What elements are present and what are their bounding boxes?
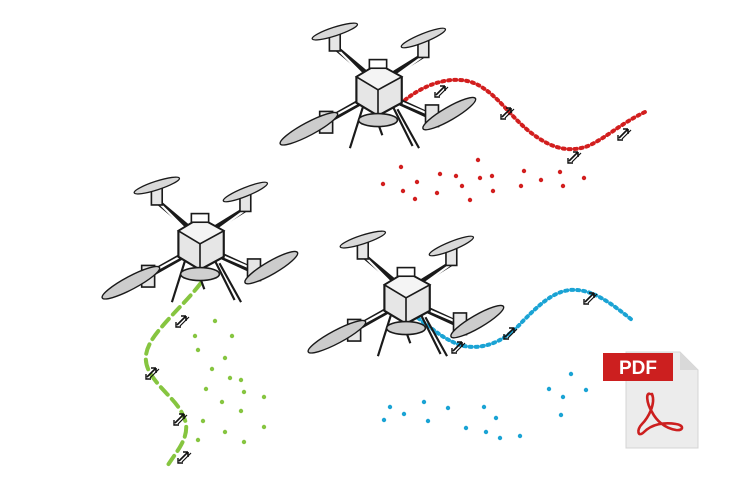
drone-bottom-icon bbox=[305, 228, 506, 358]
pdf-file-icon[interactable]: PDF bbox=[603, 351, 699, 449]
pdf-badge-label: PDF bbox=[619, 358, 657, 379]
waypoint-arrow-icon bbox=[434, 85, 632, 164]
acrobat-logo-icon bbox=[637, 392, 684, 436]
drone-top-icon bbox=[277, 20, 478, 150]
trail-red bbox=[403, 77, 647, 152]
point-cloud-blue bbox=[381, 371, 589, 441]
pdf-badge bbox=[603, 353, 673, 381]
point-cloud-green bbox=[192, 318, 267, 445]
point-cloud-red bbox=[380, 157, 587, 203]
